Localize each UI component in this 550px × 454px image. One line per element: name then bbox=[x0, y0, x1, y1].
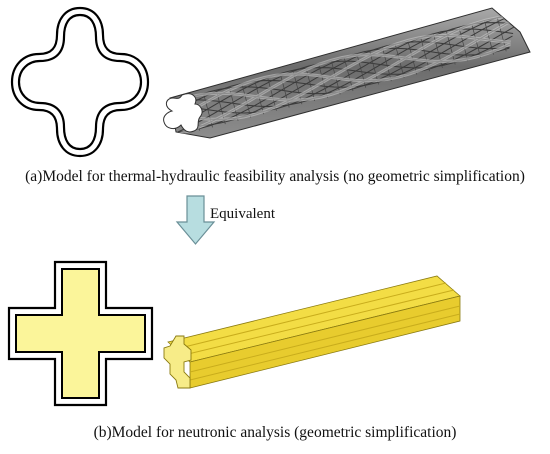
rounded-cross-inner bbox=[17, 13, 143, 151]
rod-helix-highlight bbox=[181, 16, 518, 118]
square-cross-section bbox=[7, 260, 154, 407]
equivalent-arrow bbox=[175, 195, 216, 245]
rod-helix-highlight bbox=[176, 42, 512, 136]
square-cross-inner bbox=[15, 268, 146, 399]
rod-helix-highlight bbox=[186, 14, 518, 102]
down-arrow-icon bbox=[175, 195, 216, 245]
yellow-bar-model bbox=[163, 275, 461, 389]
rod-twist-tick bbox=[407, 40, 418, 75]
rod-twist-tick bbox=[241, 83, 252, 118]
rod-twist-tick bbox=[267, 76, 277, 111]
rod-helix-highlights bbox=[176, 14, 518, 136]
rod-end-face bbox=[163, 93, 203, 133]
bar-end-cross bbox=[163, 335, 192, 389]
equivalent-label: Equivalent bbox=[210, 206, 275, 222]
twisted-rod-model bbox=[163, 7, 531, 139]
rod-twist-tick bbox=[458, 27, 469, 62]
rod-helix-line bbox=[177, 35, 513, 133]
rounded-cross-section bbox=[10, 6, 150, 158]
caption-a: (a)Model for thermal-hydraulic feasibili… bbox=[25, 168, 525, 185]
rod-twist-tick bbox=[484, 20, 494, 55]
rod-body bbox=[169, 7, 531, 139]
bar-groove-lines bbox=[175, 282, 461, 381]
caption-b: (b)Model for neutronic analysis (geometr… bbox=[93, 424, 457, 441]
rod-helix-highlight bbox=[181, 33, 512, 121]
rod-twist-tick bbox=[305, 66, 316, 101]
rod-twist-tick bbox=[381, 47, 392, 82]
